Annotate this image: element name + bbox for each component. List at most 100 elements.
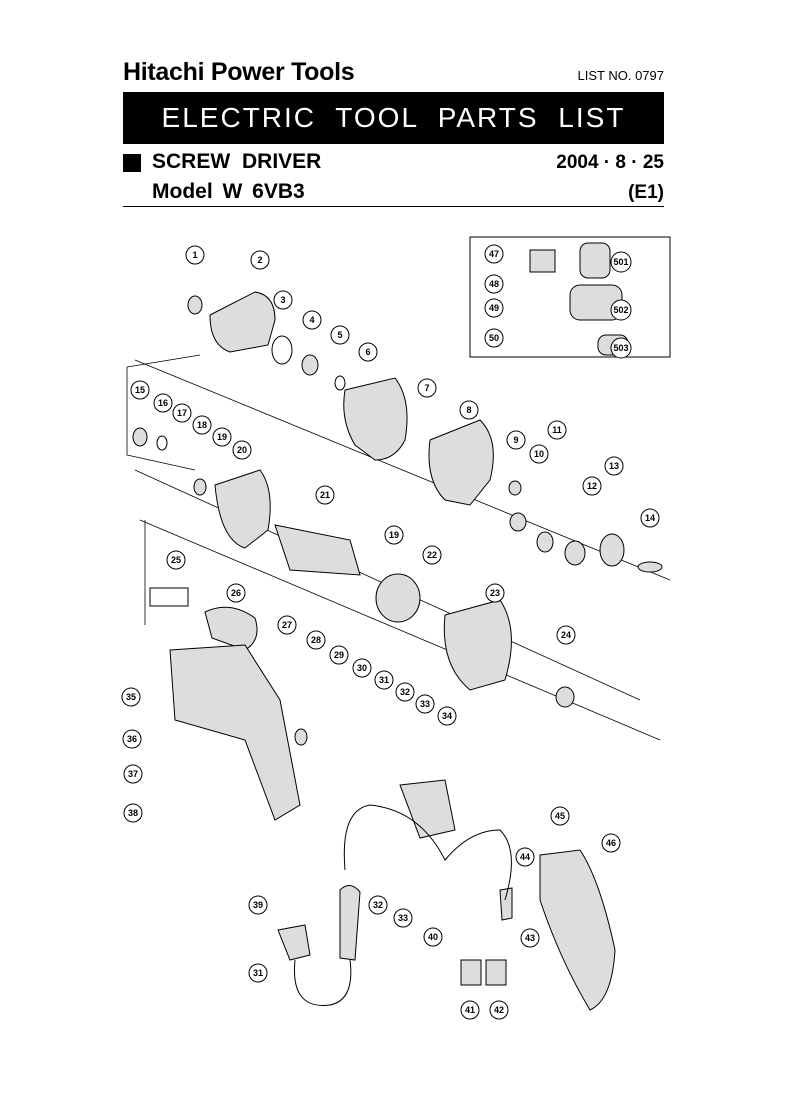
model-name: Model W 6VB3 <box>152 180 305 203</box>
callout-32: 32 <box>368 895 388 915</box>
svg-text:36: 36 <box>127 734 137 744</box>
svg-text:19: 19 <box>217 432 227 442</box>
callout-33: 33 <box>393 908 413 928</box>
callout-37: 37 <box>123 764 143 784</box>
svg-text:37: 37 <box>128 769 138 779</box>
svg-text:26: 26 <box>231 588 241 598</box>
callout-34: 34 <box>437 706 457 726</box>
svg-text:4: 4 <box>309 315 314 325</box>
callout-2: 2 <box>250 250 270 270</box>
callout-9: 9 <box>506 430 526 450</box>
svg-text:44: 44 <box>520 852 530 862</box>
callout-11: 11 <box>547 420 567 440</box>
callout-35: 35 <box>121 687 141 707</box>
callout-40: 40 <box>423 927 443 947</box>
svg-text:21: 21 <box>320 490 330 500</box>
callout-30: 30 <box>352 658 372 678</box>
svg-text:502: 502 <box>613 305 628 315</box>
callout-19: 19 <box>212 427 232 447</box>
svg-text:25: 25 <box>171 555 181 565</box>
callout-31: 31 <box>248 963 268 983</box>
svg-text:503: 503 <box>613 343 628 353</box>
svg-text:8: 8 <box>466 405 471 415</box>
callout-502: 502 <box>610 299 632 321</box>
part-shapes <box>132 242 663 1011</box>
svg-text:42: 42 <box>494 1005 504 1015</box>
svg-text:45: 45 <box>555 811 565 821</box>
callout-31: 31 <box>374 670 394 690</box>
cord-lines <box>293 804 512 1006</box>
svg-text:32: 32 <box>400 687 410 697</box>
svg-text:49: 49 <box>489 303 499 313</box>
svg-text:10: 10 <box>534 449 544 459</box>
svg-text:43: 43 <box>525 933 535 943</box>
callout-43: 43 <box>520 928 540 948</box>
svg-text:9: 9 <box>513 435 518 445</box>
svg-text:48: 48 <box>489 279 499 289</box>
svg-text:6: 6 <box>365 347 370 357</box>
callout-19: 19 <box>384 525 404 545</box>
svg-text:501: 501 <box>613 257 628 267</box>
callout-12: 12 <box>582 476 602 496</box>
callout-17: 17 <box>172 403 192 423</box>
svg-text:1: 1 <box>192 250 197 260</box>
svg-text:27: 27 <box>282 620 292 630</box>
svg-text:24: 24 <box>561 630 571 640</box>
callout-42: 42 <box>489 1000 509 1020</box>
callout-7: 7 <box>417 378 437 398</box>
svg-text:7: 7 <box>424 383 429 393</box>
callout-38: 38 <box>123 803 143 823</box>
callout-33: 33 <box>415 694 435 714</box>
svg-text:41: 41 <box>465 1005 475 1015</box>
model-variant: (E1) <box>628 182 664 203</box>
svg-text:40: 40 <box>428 932 438 942</box>
callout-23: 23 <box>485 583 505 603</box>
callout-6: 6 <box>358 342 378 362</box>
callout-26: 26 <box>226 583 246 603</box>
callout-3: 3 <box>273 290 293 310</box>
callout-8: 8 <box>459 400 479 420</box>
callout-45: 45 <box>550 806 570 826</box>
svg-text:31: 31 <box>379 675 389 685</box>
callout-32: 32 <box>395 682 415 702</box>
svg-text:15: 15 <box>135 385 145 395</box>
accessory-box <box>469 236 671 358</box>
callout-22: 22 <box>422 545 442 565</box>
callout-49: 49 <box>484 298 504 318</box>
svg-text:2: 2 <box>257 255 262 265</box>
callout-48: 48 <box>484 274 504 294</box>
callout-27: 27 <box>277 615 297 635</box>
svg-text:46: 46 <box>606 838 616 848</box>
svg-text:22: 22 <box>427 550 437 560</box>
callout-503: 503 <box>610 337 632 359</box>
frame-left-top <box>126 367 196 471</box>
svg-text:5: 5 <box>337 330 342 340</box>
callout-50: 50 <box>484 328 504 348</box>
svg-text:32: 32 <box>373 900 383 910</box>
callout-21: 21 <box>315 485 335 505</box>
callout-1: 1 <box>185 245 205 265</box>
header-rule <box>123 206 664 207</box>
callout-44: 44 <box>515 847 535 867</box>
svg-text:23: 23 <box>490 588 500 598</box>
callout-13: 13 <box>604 456 624 476</box>
svg-text:47: 47 <box>489 249 499 259</box>
svg-text:18: 18 <box>197 420 207 430</box>
svg-text:13: 13 <box>609 461 619 471</box>
callout-16: 16 <box>153 393 173 413</box>
svg-text:34: 34 <box>442 711 452 721</box>
list-number: LIST NO. 0797 <box>577 68 664 83</box>
frame-top-edge <box>126 354 201 368</box>
svg-text:20: 20 <box>237 445 247 455</box>
svg-text:12: 12 <box>587 481 597 491</box>
product-name: SCREW DRIVER <box>152 150 322 173</box>
svg-text:16: 16 <box>158 398 168 408</box>
callout-47: 47 <box>484 244 504 264</box>
bullet-square <box>123 154 141 172</box>
svg-text:30: 30 <box>357 663 367 673</box>
callout-39: 39 <box>248 895 268 915</box>
svg-text:14: 14 <box>645 513 655 523</box>
svg-text:35: 35 <box>126 692 136 702</box>
